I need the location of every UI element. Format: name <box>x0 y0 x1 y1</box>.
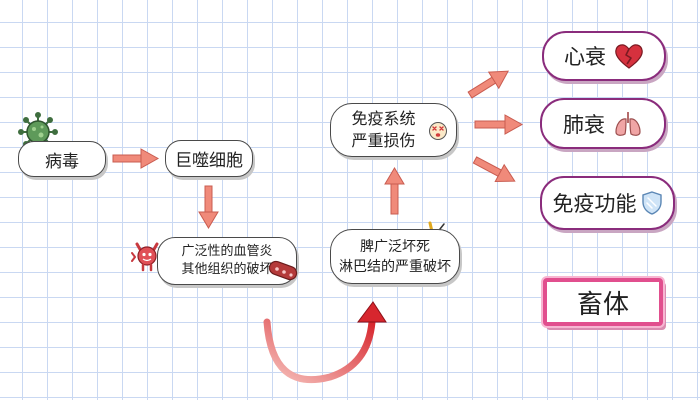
lungs-icon <box>613 109 643 139</box>
macrophage-label: 巨噬细胞 <box>175 151 243 171</box>
outcome-lung: 肺衰 <box>540 98 666 149</box>
arrow-virus-to-macrophage <box>112 148 160 169</box>
immune-damage-line-2: 严重损伤 <box>351 131 416 150</box>
arrow-spleen-to-immune <box>384 167 405 215</box>
spleen-line-2: 淋巴结的严重破坏 <box>339 258 451 275</box>
dizzy-face-icon <box>428 121 448 141</box>
immune-damage-line-1: 免疫系统 <box>351 109 416 128</box>
outcome-lung-label: 肺衰 <box>563 112 605 137</box>
arrow-immune-to-heart <box>467 70 510 99</box>
livestock-box: 畜体 <box>543 278 663 326</box>
curved-arrow-vasculitis-to-spleen <box>263 301 387 384</box>
livestock-label: 畜体 <box>576 289 629 320</box>
vasculitis-line-2: 其他组织的破坏 <box>181 262 273 277</box>
arrow-immune-to-lung <box>474 114 524 135</box>
bacteria-icon <box>266 259 302 283</box>
devil-icon <box>131 238 163 272</box>
arrow-macrophage-to-vasculitis <box>198 185 219 229</box>
outcome-heart-label: 心衰 <box>564 45 606 69</box>
spleen-line-1: 脾广泛坏死 <box>360 238 430 255</box>
outcome-immunity-label: 免疫功能 <box>552 192 637 216</box>
macrophage-node: 巨噬细胞 <box>165 140 253 177</box>
arrow-immune-to-immunity <box>472 156 516 183</box>
outcome-immunity: 免疫功能 <box>540 176 675 230</box>
outcome-heart: 心衰 <box>542 31 666 81</box>
shield-icon <box>641 190 663 216</box>
vasculitis-line-1: 广泛性的血管炎 <box>181 244 273 259</box>
virus-label: 病毒 <box>45 151 79 172</box>
vasculitis-node: 广泛性的血管炎 其他组织的破坏 <box>157 237 297 285</box>
broken-heart-icon <box>614 42 644 70</box>
spleen-node: 脾广泛坏死 淋巴结的严重破坏 <box>330 229 460 284</box>
virus-node: 病毒 <box>18 141 106 177</box>
